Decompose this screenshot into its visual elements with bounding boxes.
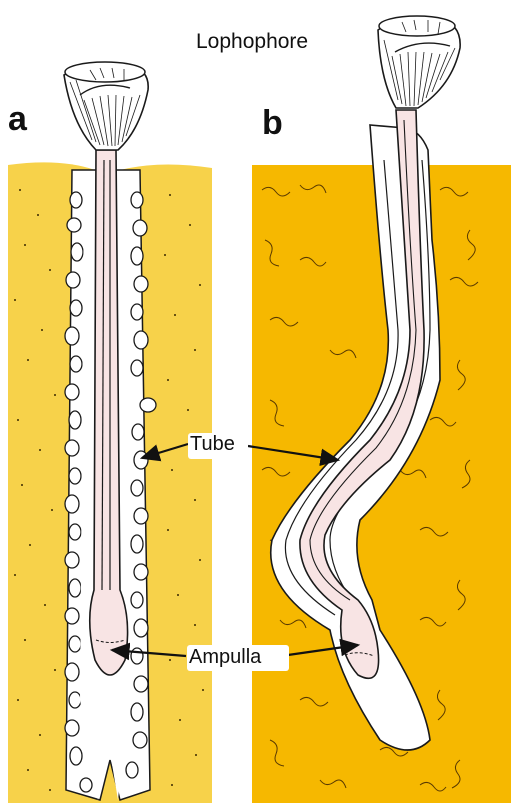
diagram-title: Lophophore [196, 30, 308, 54]
tube-label: Tube [190, 433, 235, 456]
panel-a-label: a [8, 100, 27, 139]
panel-b-lophophore [378, 16, 460, 108]
panel-b-label: b [262, 104, 283, 143]
panel-a-lophophore [64, 62, 148, 150]
ampulla-label: Ampulla [189, 646, 261, 669]
